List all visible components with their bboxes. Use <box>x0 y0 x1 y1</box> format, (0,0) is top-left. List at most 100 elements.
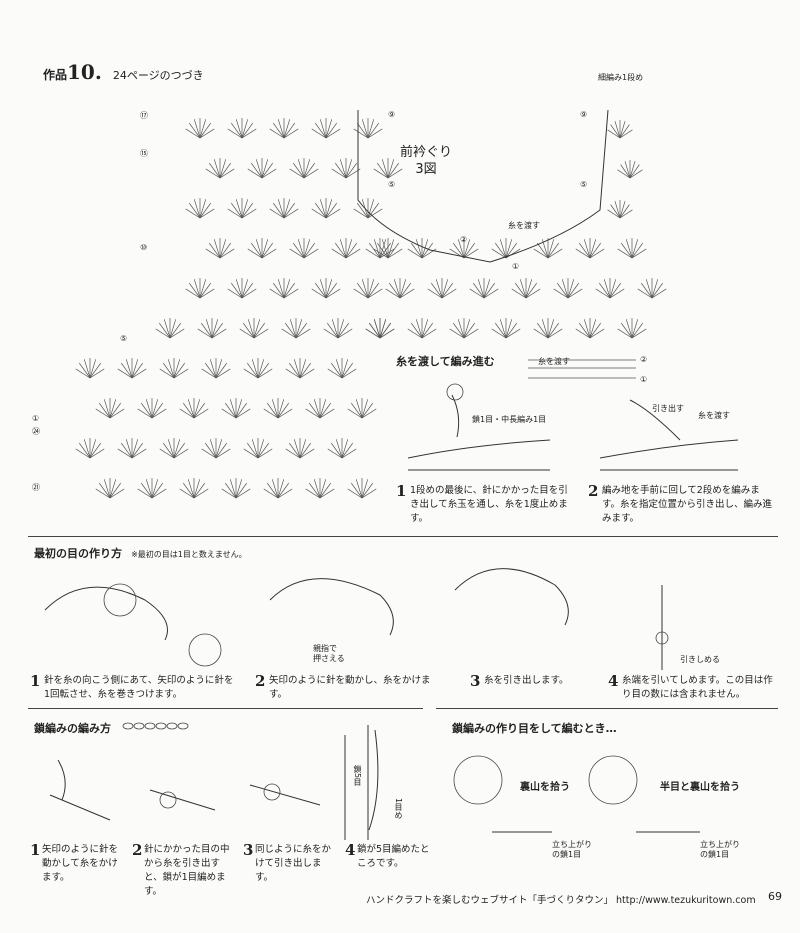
fan-motif <box>607 120 633 139</box>
fan-motif <box>247 238 277 259</box>
fan-motif <box>353 278 383 299</box>
work-label: 作品 <box>43 68 68 82</box>
chain-title: 鎖編みの編み方 <box>34 722 111 735</box>
fan-motif <box>137 398 167 419</box>
first-step-2: 2 矢印のように針を動かし、糸をかけます。 <box>255 672 445 702</box>
carry-fig2-label-pull: 引き出す <box>652 404 684 413</box>
page-number: 69 <box>768 890 782 903</box>
fan-motif <box>323 318 353 339</box>
fan-motif <box>533 238 563 259</box>
chain-step-4-number: 4 <box>345 841 356 859</box>
fan-motif <box>365 318 395 339</box>
fan-motif <box>205 238 235 259</box>
fan-motif <box>117 438 147 459</box>
mid-row-marker-1: ⑤ <box>388 180 396 189</box>
left-row-marker-5: ㉔ <box>32 427 40 436</box>
fan-motif <box>491 318 521 339</box>
first-step-4: 4 糸端を引いてしめます。この目は作り目の数には含まれません。 <box>608 672 778 702</box>
carry-step-1-text: 1段めの最後に、針にかかった目を引き出して糸玉を通し、糸を1度止めます。 <box>410 485 568 524</box>
fan-motif <box>617 238 647 259</box>
option-half-and-back: 半目と裏山を拾う <box>660 782 740 793</box>
neckline-title-line1: 前衿ぐり <box>400 145 453 160</box>
fan-motif <box>637 278 667 299</box>
fan-motif <box>491 238 521 259</box>
first-step-3-text: 糸を引き出します。 <box>484 675 569 686</box>
fan-motif <box>353 118 383 139</box>
first-step-2-text: 矢印のように針を動かし、糸をかけます。 <box>269 675 431 700</box>
fan-motif <box>553 278 583 299</box>
fan-motif <box>197 318 227 339</box>
fan-motif <box>243 358 273 379</box>
fan-motif <box>155 318 185 339</box>
carry-yarn-mini-row-2: ② <box>640 355 648 364</box>
fan-motif <box>239 318 269 339</box>
fan-motif <box>305 478 335 499</box>
chain-5-label: 鎖5目 <box>353 765 362 787</box>
fan-motif <box>347 478 377 499</box>
chain-step-1-text: 矢印のように針を動かして糸をかけます。 <box>42 844 119 883</box>
fan-motif <box>263 478 293 499</box>
mid-row-marker-3: ① <box>512 262 520 271</box>
fan-motif <box>469 278 499 299</box>
first-step-3-number: 3 <box>470 672 481 690</box>
fan-motif <box>533 318 563 339</box>
fan-motif <box>137 478 167 499</box>
fan-motif <box>227 198 257 219</box>
first-step-4-text: 糸端を引いてしめます。この目は作り目の数には含まれません。 <box>622 675 773 700</box>
chain-step-2: 2 針にかかった目の中から糸を引き出すと、鎖が1目編めます。 <box>132 841 232 899</box>
fan-motif <box>385 278 415 299</box>
first-step-4-number: 4 <box>608 672 619 690</box>
neckline-title-line2: 3図 <box>415 162 437 177</box>
fan-motif <box>449 318 479 339</box>
chain-step-3-number: 3 <box>243 841 254 859</box>
fan-motif <box>269 118 299 139</box>
carry-yarn-title: 糸を渡して編み進む <box>396 355 495 368</box>
fan-motif <box>185 198 215 219</box>
fan-motif <box>75 358 105 379</box>
left-row-marker-0: ⑰ <box>140 111 148 120</box>
left-row-marker-2: ⑩ <box>140 243 148 252</box>
chain-step-2-text: 針にかかった目の中から糸を引き出すと、鎖が1目編めます。 <box>144 844 230 897</box>
section-divider-2a <box>28 708 423 709</box>
fan-motif <box>607 200 633 219</box>
fan-motif <box>311 118 341 139</box>
fan-motif <box>407 318 437 339</box>
fan-motif <box>95 398 125 419</box>
fan-motif <box>185 278 215 299</box>
fan-motif <box>179 478 209 499</box>
chain-step-4: 4 鎖が5目編めたところです。 <box>345 841 430 871</box>
carry-step-2: 2 編み地を手前に回して2段めを編みます。糸を指定位置から引き出し、編み進みます… <box>588 482 773 526</box>
work-heading: 作品10. 24ページのつづき <box>43 60 204 84</box>
fan-motif <box>427 278 457 299</box>
pull-tight-label: 引きしめる <box>680 655 720 664</box>
neckline-edge <box>357 109 609 263</box>
fan-motif <box>373 238 403 259</box>
fan-motif <box>205 158 235 179</box>
chain-foundation-title: 鎖編みの作り目をして編むとき… <box>452 722 617 735</box>
fan-motif <box>247 158 277 179</box>
left-row-marker-6: ㉑ <box>32 483 40 492</box>
carry-step-2-text: 編み地を手前に回して2段めを編みます。糸を指定位置から引き出し、編み進みます。 <box>602 485 773 524</box>
left-row-marker-3: ⑤ <box>120 334 128 343</box>
chain-step-3: 3 同じように糸をかけて引き出します。 <box>243 841 338 885</box>
fan-motif <box>449 238 479 259</box>
fan-motif <box>159 358 189 379</box>
fan-motif <box>221 478 251 499</box>
fan-motif <box>201 438 231 459</box>
option-back-bump: 裏山を拾う <box>520 782 570 793</box>
fan-motif <box>365 238 395 259</box>
first-stitch-heading: 最初の目の作り方 ※最初の目は1目と数えません。 <box>34 542 247 561</box>
fan-motif <box>285 438 315 459</box>
carry-step-2-number: 2 <box>588 482 599 500</box>
first-step-2-number: 2 <box>255 672 266 690</box>
fan-motif <box>511 278 541 299</box>
turning-chain-label-2: 立ち上がりの鎖1目 <box>700 840 740 859</box>
fan-motif <box>331 158 361 179</box>
fan-motif <box>281 318 311 339</box>
neckline-title: 前衿ぐり 3図 <box>400 144 452 178</box>
fan-motif <box>285 358 315 379</box>
carry-fig2-label-yarn: 糸を渡す <box>698 411 730 420</box>
fan-motif <box>327 438 357 459</box>
carry-yarn-mini-label: 糸を渡す <box>538 357 570 366</box>
fan-motif <box>347 398 377 419</box>
